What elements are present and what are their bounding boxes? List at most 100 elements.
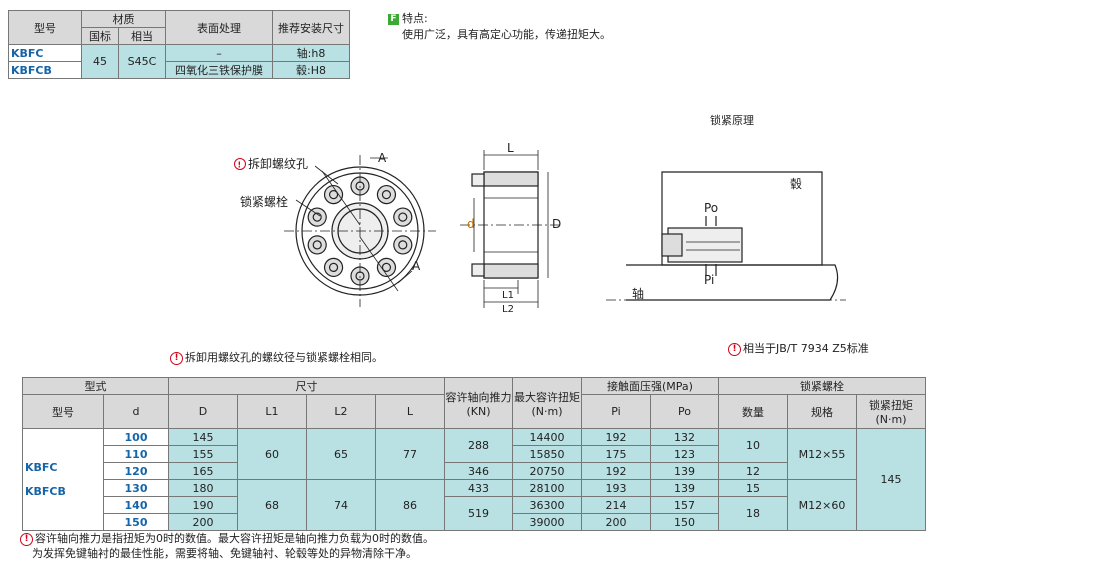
- table-row-4-d: 140: [103, 496, 169, 514]
- table-row-0-Po: 132: [650, 428, 719, 446]
- table-row-1-Po: 123: [650, 445, 719, 463]
- table-row-2-d: 120: [103, 462, 169, 480]
- table-row-0-torque: 14400: [512, 428, 582, 446]
- label-dim-L1: L1: [502, 290, 514, 301]
- header-Po: Po: [650, 394, 719, 429]
- header-spec: 规格: [787, 394, 857, 429]
- label-section-a-top: A: [378, 151, 387, 165]
- principle-title: 锁紧原理: [710, 113, 754, 127]
- mat-fit-shaft: 轴:h8: [272, 44, 350, 62]
- header-bolt: 锁紧螺栓: [718, 377, 926, 395]
- header-bolt-torque: 锁紧扭矩(N·m): [856, 394, 926, 429]
- header-pressure: 接触面压强(MPa): [581, 377, 719, 395]
- label-dim-L2: L2: [502, 304, 514, 315]
- header-qty: 数量: [718, 394, 788, 429]
- header-d: d: [103, 394, 169, 429]
- groupA-L1: 60: [237, 428, 307, 480]
- table-row-1-Pi: 175: [581, 445, 651, 463]
- label-dim-L: L: [507, 141, 514, 155]
- models-cell: KBFC KBFCB: [22, 428, 104, 531]
- header-L: L: [375, 394, 445, 429]
- side-view: [460, 150, 560, 308]
- table-row-1-torque: 15850: [512, 445, 582, 463]
- label-hub: 毂: [790, 177, 802, 191]
- groupB-L2: 74: [306, 479, 376, 531]
- front-view: [284, 155, 436, 307]
- qty-1: 12: [718, 462, 788, 480]
- header-L2: L2: [306, 394, 376, 429]
- warning-icon: !: [170, 351, 183, 365]
- principle-view: [606, 171, 846, 301]
- table-row-4-Pi: 214: [581, 496, 651, 514]
- header-Pi: Pi: [581, 394, 651, 429]
- header-L1: L1: [237, 394, 307, 429]
- mat-surface-kbfc: –: [165, 44, 273, 62]
- mat-header-equivalent: 相当: [118, 27, 166, 45]
- label-Pi: Pi: [704, 273, 714, 287]
- warning-icon: !: [728, 342, 741, 356]
- spec-1: M12×60: [787, 479, 857, 531]
- mat-fit-hub: 毂:H8: [272, 61, 350, 79]
- table-row-4-D: 190: [168, 496, 238, 514]
- mat-header-fit: 推荐安装尺寸: [272, 10, 350, 45]
- axial-3: 519: [444, 496, 513, 531]
- table-row-4-Po: 157: [650, 496, 719, 514]
- table-row-0-D: 145: [168, 428, 238, 446]
- label-removal-hole: 拆卸螺纹孔: [248, 156, 308, 171]
- label-lock-bolt: 锁紧螺栓: [240, 194, 288, 209]
- table-row-1-D: 155: [168, 445, 238, 463]
- table-row-3-d: 130: [103, 479, 169, 497]
- table-row-3-Po: 139: [650, 479, 719, 497]
- header-axial: 容许轴向推力(KN): [444, 377, 513, 429]
- footnotes: !容许轴向推力是指扭矩为0时的数值。最大容许扭矩是轴向推力负载为0时的数值。 为…: [20, 531, 434, 561]
- mat-header-model: 型号: [8, 10, 82, 45]
- axial-1: 346: [444, 462, 513, 480]
- groupB-L: 86: [375, 479, 445, 531]
- header-type: 型式: [22, 377, 169, 395]
- material-table: 型号 材质 表面处理 推荐安装尺寸 国标 相当 KBFC 45 S45C – 轴…: [8, 10, 350, 79]
- feature-badge-icon: F: [388, 13, 399, 25]
- warning-icon: !: [20, 532, 33, 546]
- table-row-5-torque: 39000: [512, 513, 582, 531]
- mat-model-kbfc: KBFC: [8, 44, 82, 62]
- features-title: 特点:: [402, 12, 428, 25]
- header-size: 尺寸: [168, 377, 445, 395]
- axial-0: 288: [444, 428, 513, 463]
- features-text: 使用广泛，具有高定心功能，传递扭矩大。: [402, 28, 611, 41]
- warning-icon: [234, 158, 246, 170]
- mat-equivalent-value: S45C: [118, 44, 166, 79]
- spec-0: M12×55: [787, 428, 857, 480]
- model-kbfcb: KBFCB: [25, 484, 66, 498]
- label-shaft: 轴: [632, 286, 644, 301]
- axial-2: 433: [444, 479, 513, 497]
- qty-0: 10: [718, 428, 788, 463]
- standard-note: !相当于JB/T 7934 Z5标准: [728, 340, 869, 356]
- groupA-L: 77: [375, 428, 445, 480]
- table-row-4-torque: 36300: [512, 496, 582, 514]
- table-row-5-d: 150: [103, 513, 169, 531]
- spec-table: 型式 尺寸 容许轴向推力(KN) 最大容许扭矩(N·m) 接触面压强(MPa) …: [22, 377, 926, 531]
- qty-2: 15: [718, 479, 788, 497]
- bolt-torque: 145: [856, 428, 926, 531]
- table-row-3-Pi: 193: [581, 479, 651, 497]
- table-row-0-d: 100: [103, 428, 169, 446]
- label-dim-D: D: [552, 217, 561, 231]
- table-row-0-Pi: 192: [581, 428, 651, 446]
- groupB-L1: 68: [237, 479, 307, 531]
- removal-note: !拆卸用螺纹孔的螺纹径与锁紧螺栓相同。: [170, 349, 383, 365]
- header-model: 型号: [22, 394, 104, 429]
- table-row-5-Po: 150: [650, 513, 719, 531]
- mat-header-surface: 表面处理: [165, 10, 273, 45]
- mat-header-national: 国标: [81, 27, 119, 45]
- table-row-5-Pi: 200: [581, 513, 651, 531]
- table-row-2-D: 165: [168, 462, 238, 480]
- table-row-2-Po: 139: [650, 462, 719, 480]
- groupA-L2: 65: [306, 428, 376, 480]
- mat-model-kbfcb: KBFCB: [8, 61, 82, 79]
- table-row-1-d: 110: [103, 445, 169, 463]
- model-kbfc: KBFC: [25, 460, 58, 474]
- table-row-3-D: 180: [168, 479, 238, 497]
- technical-drawing: 拆卸螺纹孔 锁紧螺栓 A A L d D L1 L2 锁紧原理 毂 轴 Po P…: [234, 113, 846, 315]
- header-max-torque: 最大容许扭矩(N·m): [512, 377, 582, 429]
